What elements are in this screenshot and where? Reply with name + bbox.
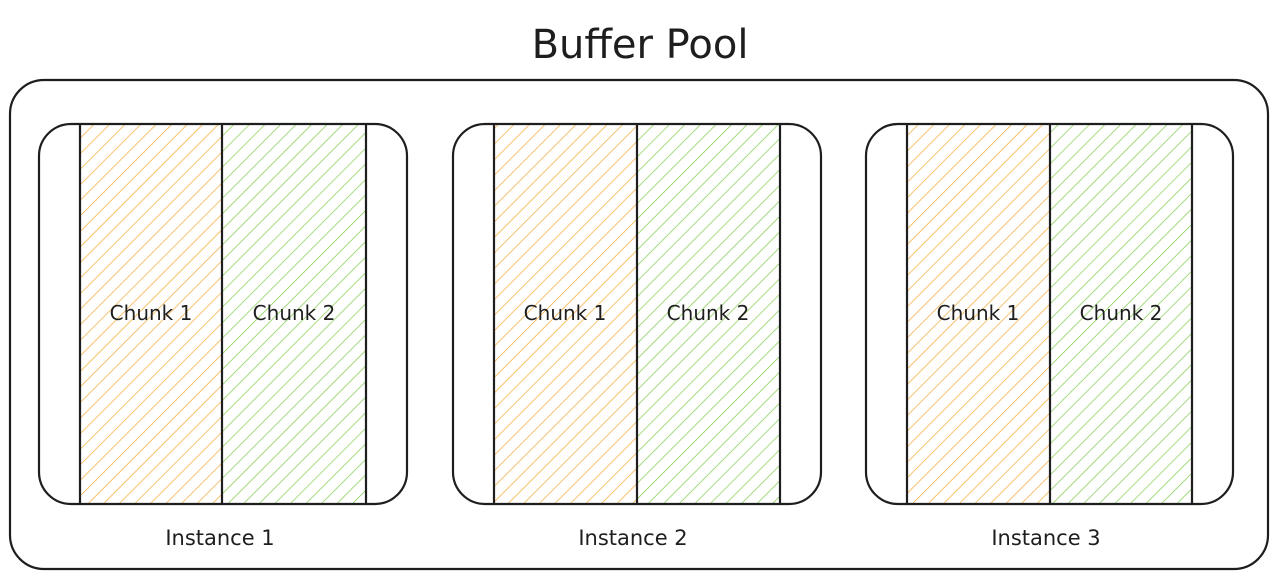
- instance-2: Chunk 1 Chunk 2 Instance 2: [451, 122, 823, 550]
- chunk-2-area: [222, 124, 366, 504]
- chunk-1-label: Chunk 1: [524, 301, 607, 325]
- instance-3: Chunk 1 Chunk 2 Instance 3: [864, 122, 1235, 550]
- chunk-2-label: Chunk 2: [253, 301, 336, 325]
- chunk-1-area: [80, 124, 222, 504]
- instance-label: Instance 2: [578, 526, 687, 550]
- buffer-pool-container: [8, 78, 1270, 571]
- chunk-2-area: [1050, 124, 1192, 504]
- diagram-title: Buffer Pool: [532, 22, 749, 68]
- chunk-2-area: [637, 124, 780, 504]
- chunk-1-label: Chunk 1: [937, 301, 1020, 325]
- chunk-1-area: [494, 124, 637, 504]
- instance-label: Instance 1: [165, 526, 274, 550]
- chunk-2-label: Chunk 2: [667, 301, 750, 325]
- instance-label: Instance 3: [991, 526, 1100, 550]
- instance-1: Chunk 1 Chunk 2 Instance 1: [37, 122, 409, 550]
- chunk-2-label: Chunk 2: [1080, 301, 1163, 325]
- chunk-1-label: Chunk 1: [110, 301, 193, 325]
- chunk-1-area: [907, 124, 1050, 504]
